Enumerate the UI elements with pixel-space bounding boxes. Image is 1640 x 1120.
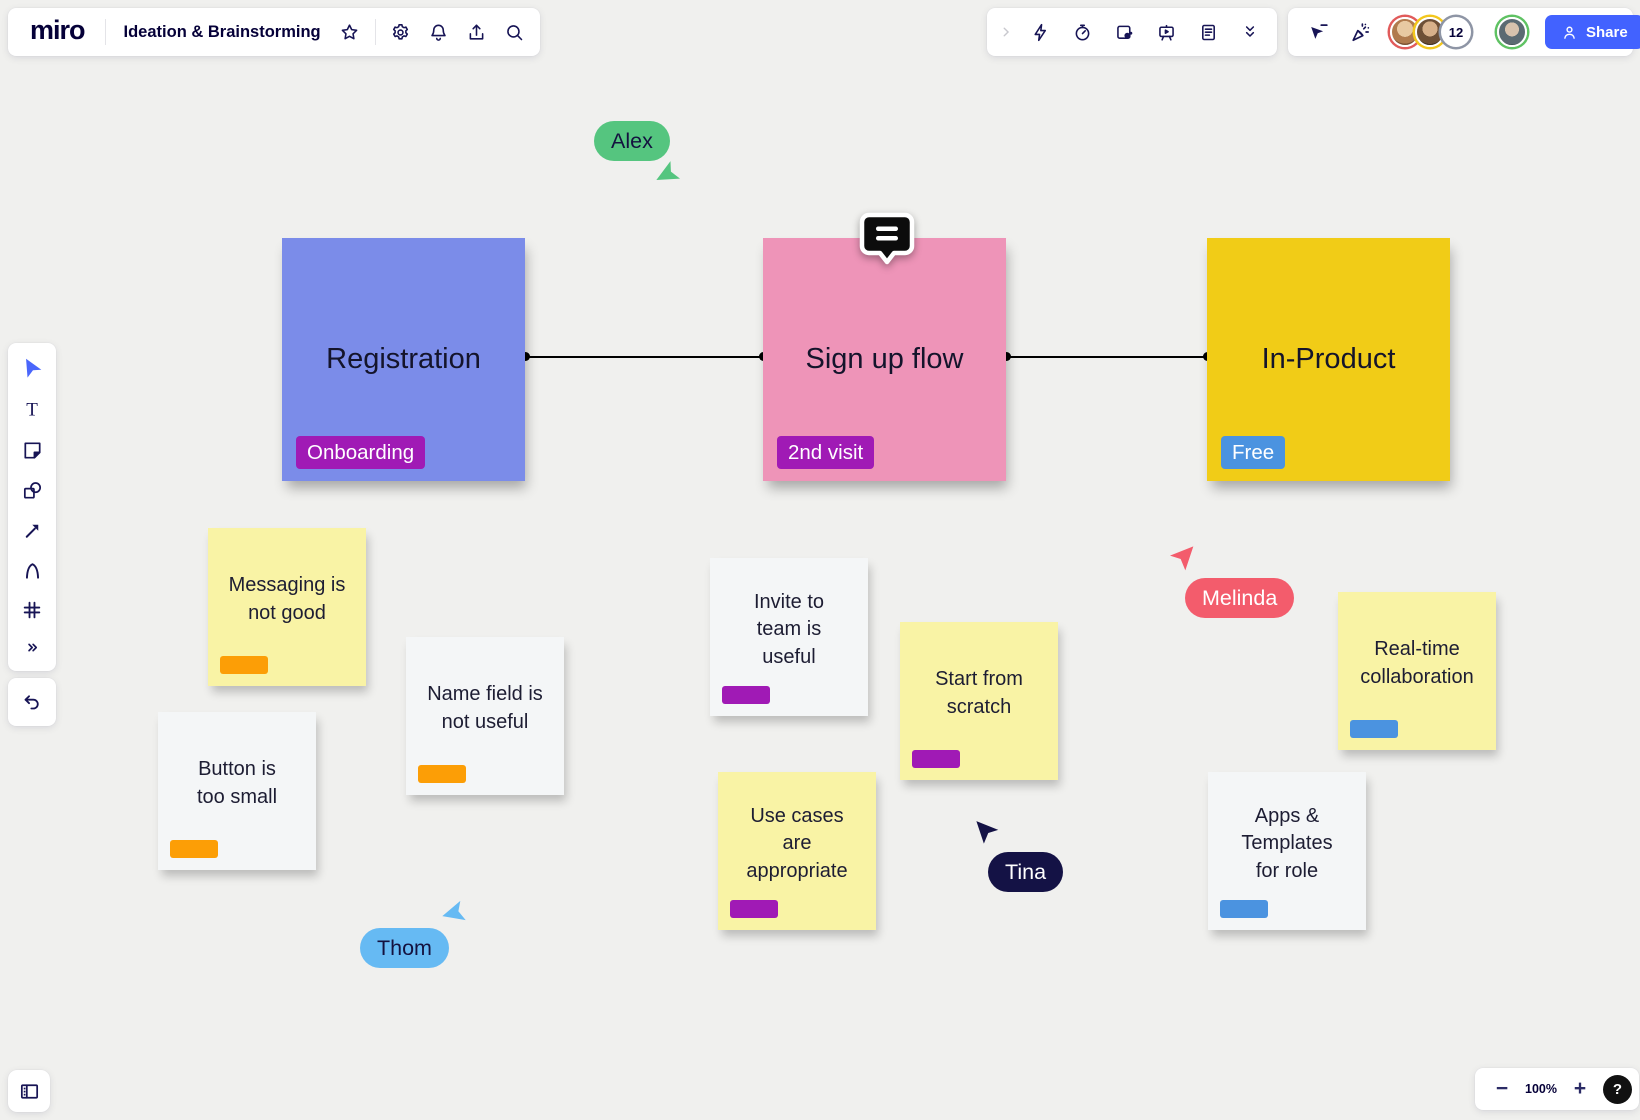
note-text: Messaging is not good [228, 574, 346, 624]
sticky-note-use-cases[interactable]: Use cases are appropriate [718, 772, 876, 930]
undo-icon[interactable] [12, 682, 52, 722]
share-label: Share [1586, 23, 1628, 41]
zoom-out-button[interactable]: − [1495, 1077, 1509, 1100]
more-tools[interactable] [12, 630, 52, 664]
connector-line[interactable] [525, 356, 763, 358]
notes-doc-icon[interactable] [1189, 13, 1227, 51]
sticky-note-start-scratch[interactable]: Start from scratch [900, 622, 1058, 780]
note-text: Sign up flow [805, 343, 964, 375]
header-bar: miro Ideation & Brainstorming [8, 8, 540, 56]
tools-panel [987, 8, 1277, 56]
export-icon[interactable] [458, 13, 496, 51]
follow-cursor-icon[interactable] [1300, 13, 1338, 51]
avatar[interactable] [1415, 17, 1445, 47]
search-icon[interactable] [496, 13, 534, 51]
help-button[interactable]: ? [1603, 1074, 1632, 1104]
note-tag[interactable]: Onboarding [296, 436, 426, 469]
note-text: Use cases are appropriate [746, 804, 848, 882]
cursor-pointer-tina [972, 818, 1002, 853]
reactions-lightning-icon[interactable] [1021, 13, 1059, 51]
zoom-controls: − 100% + ? [1475, 1068, 1639, 1110]
sticky-note-signup-flow[interactable]: Sign up flow 2nd visit [763, 238, 1006, 481]
cursor-label-tina: Tina [988, 852, 1064, 892]
note-tag[interactable] [1350, 720, 1398, 738]
select-tool[interactable] [12, 350, 52, 390]
divider [104, 19, 106, 45]
note-tag[interactable] [730, 900, 778, 918]
star-icon[interactable] [331, 13, 369, 51]
sticky-note-button-small[interactable]: Button is too small [158, 712, 316, 870]
sticky-note-in-product[interactable]: In-Product Free [1207, 238, 1450, 481]
frame-tool[interactable] [12, 590, 52, 630]
expand-chevron-icon[interactable] [995, 13, 1017, 51]
connector-line[interactable] [1006, 356, 1207, 358]
note-tag[interactable] [1220, 900, 1268, 918]
arrow-tool[interactable] [12, 510, 52, 550]
undo-panel [8, 678, 56, 726]
miro-logo[interactable]: miro [30, 14, 86, 45]
note-tag[interactable] [418, 765, 466, 783]
note-text: Registration [326, 343, 481, 375]
note-text: Start from scratch [935, 668, 1023, 718]
note-text: Apps & Templates for role [1241, 804, 1333, 882]
avatar-stack: 12 [1390, 17, 1471, 47]
zoom-level[interactable]: 100% [1525, 1082, 1557, 1096]
sticky-note-realtime-collab[interactable]: Real-time collaboration [1338, 592, 1496, 750]
comment-bubble-icon[interactable] [859, 211, 915, 265]
note-text: Real-time collaboration [1360, 638, 1474, 688]
note-tag[interactable] [722, 686, 770, 704]
cursor-pointer-melinda [1166, 543, 1198, 580]
sticky-note-name-field[interactable]: Name field is not useful [406, 637, 564, 795]
cursor-name: Thom [360, 928, 449, 968]
avatar-current-user[interactable] [1497, 17, 1527, 47]
note-text: Invite to team is useful [753, 590, 825, 668]
timer-icon[interactable] [1063, 13, 1101, 51]
share-button[interactable]: Share [1545, 15, 1640, 49]
note-tag[interactable] [170, 840, 218, 858]
creation-toolbar: T [8, 343, 56, 671]
zoom-in-button[interactable]: + [1573, 1077, 1587, 1100]
note-text: In-Product [1261, 343, 1396, 375]
connector-endpoint[interactable] [521, 352, 530, 361]
note-text: Name field is not useful [427, 683, 543, 733]
cursor-label-alex: Alex [594, 121, 670, 161]
cursor-label-melinda: Melinda [1185, 578, 1295, 618]
sticky-note-invite-team[interactable]: Invite to team is useful [710, 558, 868, 716]
collapse-chevrons-icon[interactable] [1231, 13, 1269, 51]
board-title[interactable]: Ideation & Brainstorming [123, 22, 321, 41]
cards-icon[interactable] [1105, 13, 1143, 51]
sticky-note-registration[interactable]: Registration Onboarding [282, 238, 525, 481]
sticky-note-apps-templates[interactable]: Apps & Templates for role [1208, 772, 1366, 930]
presentation-icon[interactable] [1147, 13, 1185, 51]
note-tag[interactable]: Free [1221, 436, 1286, 469]
note-tag[interactable] [912, 750, 960, 768]
collaborator-count-badge[interactable]: 12 [1441, 17, 1471, 47]
notifications-bell-icon[interactable] [420, 13, 458, 51]
note-text: Button is too small [196, 758, 278, 808]
cursor-pointer-alex [652, 154, 694, 192]
cursor-pointer-thom [438, 892, 483, 935]
note-tag[interactable]: 2nd visit [777, 436, 875, 469]
frames-panel-button[interactable] [8, 1070, 50, 1112]
cursor-name: Melinda [1185, 578, 1295, 618]
connector-endpoint[interactable] [1002, 352, 1011, 361]
text-tool[interactable]: T [12, 390, 52, 430]
collaboration-panel: 12 Share [1288, 8, 1640, 56]
cursor-name: Tina [988, 852, 1064, 892]
pen-tool[interactable] [12, 550, 52, 590]
sticky-note-messaging[interactable]: Messaging is not good [208, 528, 366, 686]
cursor-label-thom: Thom [360, 928, 449, 968]
settings-gear-icon[interactable] [382, 13, 420, 51]
cursor-name: Alex [594, 121, 670, 161]
note-tag[interactable] [220, 656, 268, 674]
shapes-tool[interactable] [12, 470, 52, 510]
sticky-note-tool[interactable] [12, 430, 52, 470]
celebrate-icon[interactable] [1342, 13, 1380, 51]
divider [374, 19, 376, 45]
svg-text:T: T [26, 400, 38, 421]
